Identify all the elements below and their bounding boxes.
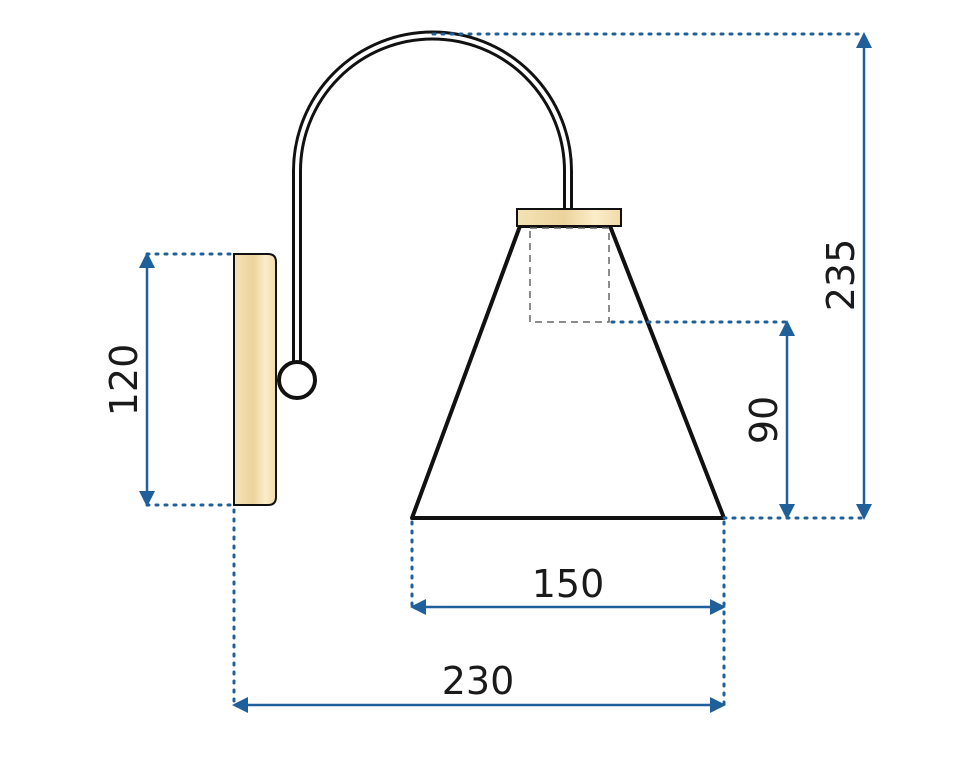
label-120: 120	[102, 344, 146, 417]
label-150: 150	[532, 562, 605, 606]
label-230: 230	[442, 659, 515, 703]
wall-backplate	[233, 253, 277, 506]
label-235: 235	[819, 239, 863, 312]
dimension-backplate-height: 120	[102, 252, 236, 507]
dimension-total-height: 235	[431, 32, 872, 520]
dimension-total-depth: 230	[232, 508, 726, 713]
lamp-shade	[410, 224, 726, 520]
bulb-socket-outline	[529, 227, 610, 323]
lamp-arm	[292, 30, 573, 365]
dimension-shade-width: 150	[410, 520, 726, 707]
arm-joint	[277, 360, 317, 400]
label-90: 90	[742, 396, 786, 444]
dimension-shade-height: 90	[610, 320, 795, 520]
shade-cap	[516, 208, 622, 227]
